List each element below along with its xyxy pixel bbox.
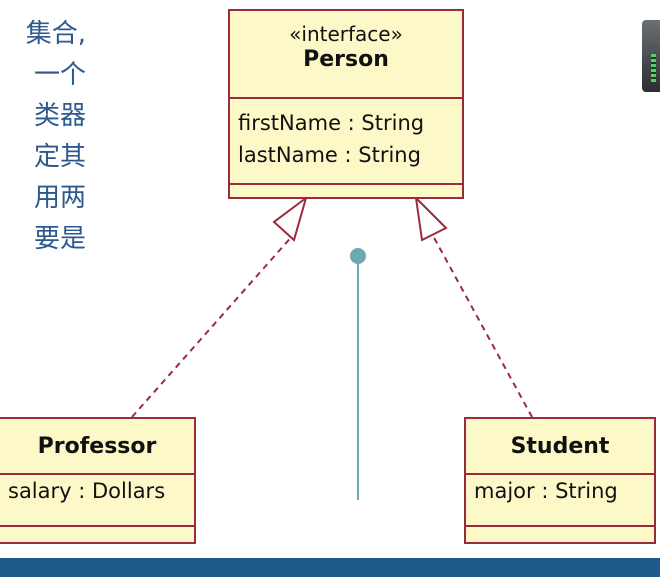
text-line: 类器 — [33, 101, 86, 131]
professor-name-compartment: Professor — [0, 419, 194, 475]
student-attributes-compartment: major : String — [466, 475, 654, 527]
professor-class-box[interactable]: Professor salary : Dollars — [0, 417, 196, 544]
person-attributes-compartment: firstName : String lastName : String — [230, 99, 462, 185]
text-line: 集合, — [25, 19, 86, 49]
bottom-bar — [0, 558, 660, 577]
professor-realization-arrowhead — [272, 195, 308, 242]
text-line: 用两 — [33, 183, 86, 213]
text-line: 要是 — [33, 224, 86, 254]
person-operations-compartment — [230, 185, 462, 197]
attribute: salary : Dollars — [8, 479, 166, 503]
student-class-box[interactable]: Student major : String — [464, 417, 656, 544]
professor-attributes-compartment: salary : Dollars — [0, 475, 194, 527]
class-name: Professor — [37, 434, 157, 459]
connector-endpoint — [350, 248, 366, 264]
attribute: major : String — [474, 479, 618, 503]
attribute: lastName : String — [238, 143, 421, 167]
student-name-compartment: Student — [466, 419, 654, 475]
level-meter-widget — [642, 20, 660, 92]
level-indicator — [651, 54, 656, 82]
partial-chinese-text: 集合, 一个 类器 定其 用两 要是 — [0, 14, 86, 260]
student-realization-line — [431, 233, 533, 418]
student-operations-compartment — [466, 527, 654, 539]
text-line: 定其 — [33, 142, 86, 172]
person-name-compartment: «interface» Person — [230, 11, 462, 99]
person-interface-box[interactable]: «interface» Person firstName : String la… — [228, 9, 464, 199]
attribute: firstName : String — [238, 111, 425, 135]
text-line: 一个 — [33, 60, 86, 90]
stereotype-label: «interface» — [289, 22, 403, 46]
student-realization-arrowhead — [414, 195, 448, 242]
class-name: Student — [510, 434, 610, 459]
professor-operations-compartment — [0, 527, 194, 539]
class-name: Person — [303, 47, 389, 72]
professor-realization-line — [131, 233, 295, 418]
